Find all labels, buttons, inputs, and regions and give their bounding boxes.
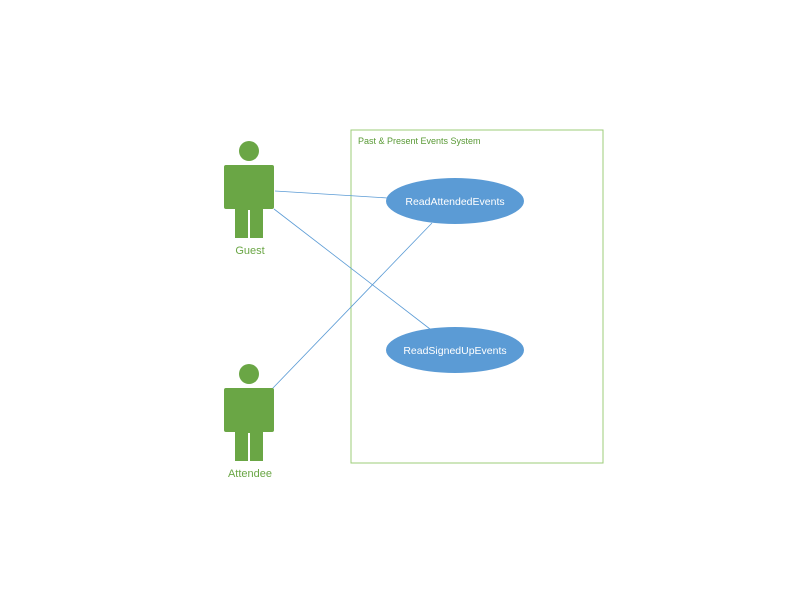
system-boundary: Past & Present Events System	[350, 129, 604, 464]
system-title: Past & Present Events System	[358, 136, 481, 146]
system-boundary-box	[350, 129, 604, 464]
use-case-ellipse	[386, 327, 524, 373]
use-case-read-attended-events: ReadAttendedEvents	[386, 178, 524, 224]
person-icon	[224, 141, 274, 238]
actor-guest: Guest	[224, 141, 274, 257]
use-case-label-read-signed-up-events: ReadSignedUpEvents	[403, 345, 506, 357]
actor-label-guest: Guest	[235, 245, 264, 257]
association-attendee-read-attended-events	[271, 222, 433, 390]
person-icon	[224, 364, 274, 461]
actor-label-attendee: Attendee	[228, 468, 272, 480]
use-case-ellipse	[386, 178, 524, 224]
use-case-read-signed-up-events: ReadSignedUpEvents	[386, 327, 524, 373]
use-case-label-read-attended-events: ReadAttendedEvents	[405, 196, 504, 208]
association-guest-read-attended-events	[274, 190, 389, 199]
actor-attendee: Attendee	[224, 364, 274, 480]
associations	[271, 190, 433, 390]
association-guest-read-signed-up-events	[273, 208, 431, 330]
